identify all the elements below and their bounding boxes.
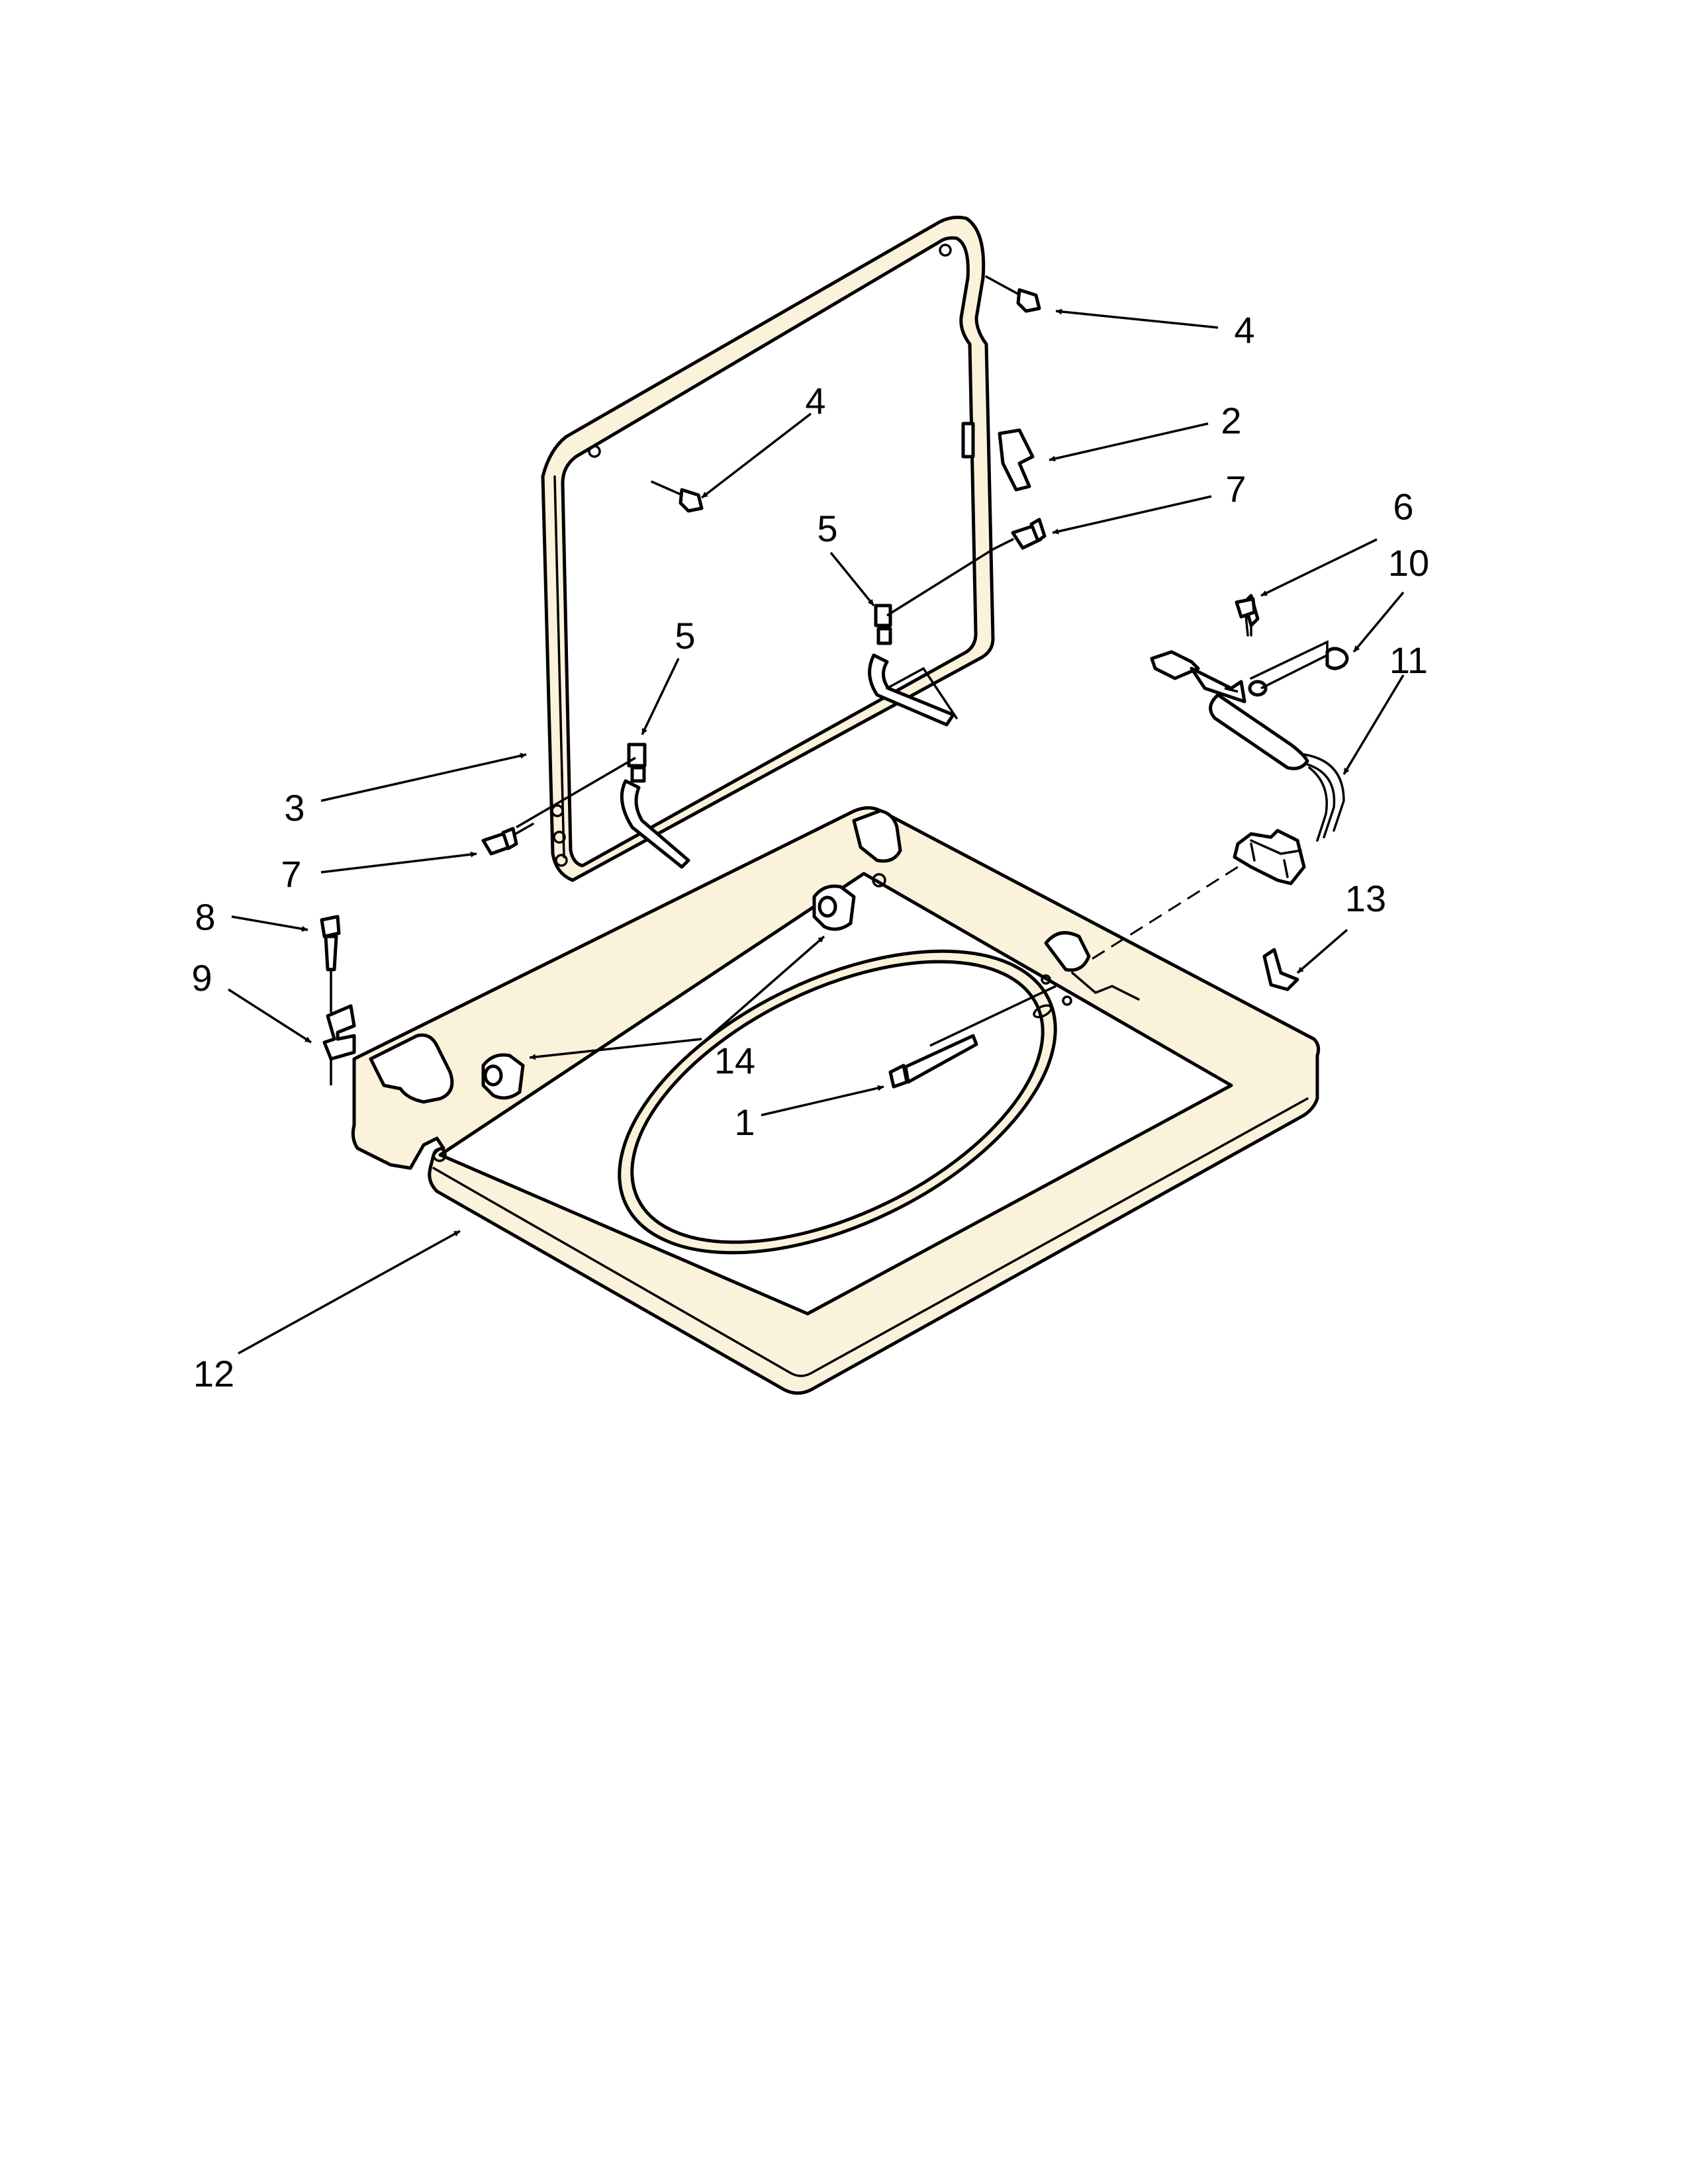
leader-14b [529, 1038, 702, 1060]
callout-9: 9 [191, 957, 212, 999]
lid-hole [555, 854, 568, 867]
leader-9 [228, 988, 312, 1044]
lid-clip [961, 422, 1035, 492]
callout-labels: 4 4 2 7 5 6 10 11 5 3 7 8 13 9 14 1 12 [191, 309, 1429, 1394]
lid-switch-harness [1150, 594, 1349, 886]
leader-6 [1260, 538, 1378, 597]
panel-hole [1041, 974, 1051, 985]
leader-4b [1055, 308, 1219, 329]
callout-8: 8 [195, 896, 215, 938]
clip-9 [322, 1004, 356, 1061]
panel-hole [432, 1148, 447, 1162]
tub-opening [630, 960, 1045, 1244]
screw-6 [1235, 597, 1256, 637]
leader-10 [1352, 591, 1405, 653]
callout-2: 2 [1221, 400, 1241, 441]
callout-7-left: 7 [281, 853, 301, 895]
leader-7a [1052, 495, 1212, 535]
bumper-right [985, 275, 1041, 313]
leader-5b [641, 658, 680, 735]
lid-hole [939, 244, 952, 257]
screw-1 [888, 1034, 978, 1089]
callout-10: 10 [1388, 542, 1429, 584]
hinge-sleeve-right [812, 884, 856, 931]
callout-4-left: 4 [805, 380, 825, 422]
callout-5-left: 5 [675, 615, 695, 657]
hinge-rod-right [868, 604, 958, 727]
lid-edge-highlight [553, 475, 565, 858]
leader-13 [1296, 929, 1348, 974]
leader-2 [1049, 422, 1209, 462]
leader-3 [320, 752, 527, 802]
clip-13 [1262, 948, 1299, 991]
leader-11 [1342, 674, 1405, 775]
callout-6: 6 [1393, 486, 1413, 527]
leader-4a [700, 412, 812, 499]
callout-12: 12 [193, 1353, 234, 1394]
lid-assembly [541, 215, 995, 882]
callout-3: 3 [284, 787, 305, 829]
callout-4-right: 4 [1234, 309, 1254, 351]
callout-5-right: 5 [817, 508, 837, 549]
hinge-rod-left [620, 743, 690, 869]
bumper-left [651, 480, 704, 513]
lid-hole [553, 831, 566, 844]
lid-hole [588, 445, 601, 458]
callout-leaders [228, 308, 1405, 1355]
panel-hole [872, 873, 886, 887]
lid-hole [551, 804, 564, 817]
lid-inner-panel [561, 236, 978, 868]
switch-notch [1044, 931, 1091, 972]
hinge-sleeve-left [481, 1053, 525, 1100]
callout-1: 1 [734, 1101, 755, 1143]
hinge-notch-left [369, 1033, 454, 1104]
screw-7-right [992, 518, 1047, 551]
screw-8 [320, 915, 341, 972]
panel-slot [1033, 1004, 1053, 1019]
top-panel [351, 806, 1321, 1395]
leader-12 [238, 1230, 461, 1355]
hinge-notch-right [852, 809, 902, 863]
leader-7b [320, 851, 477, 874]
callout-13: 13 [1345, 878, 1386, 919]
panel-hole [1062, 995, 1072, 1006]
callout-11: 11 [1389, 639, 1428, 681]
callout-14: 14 [714, 1040, 755, 1081]
callout-7-right: 7 [1225, 468, 1246, 510]
screw-7-left [481, 823, 534, 856]
assembly-lines [330, 548, 1328, 1085]
leader-8 [231, 915, 308, 932]
leader-5a [829, 551, 875, 607]
leader-14a [690, 935, 825, 1054]
leader-1 [761, 1085, 884, 1116]
